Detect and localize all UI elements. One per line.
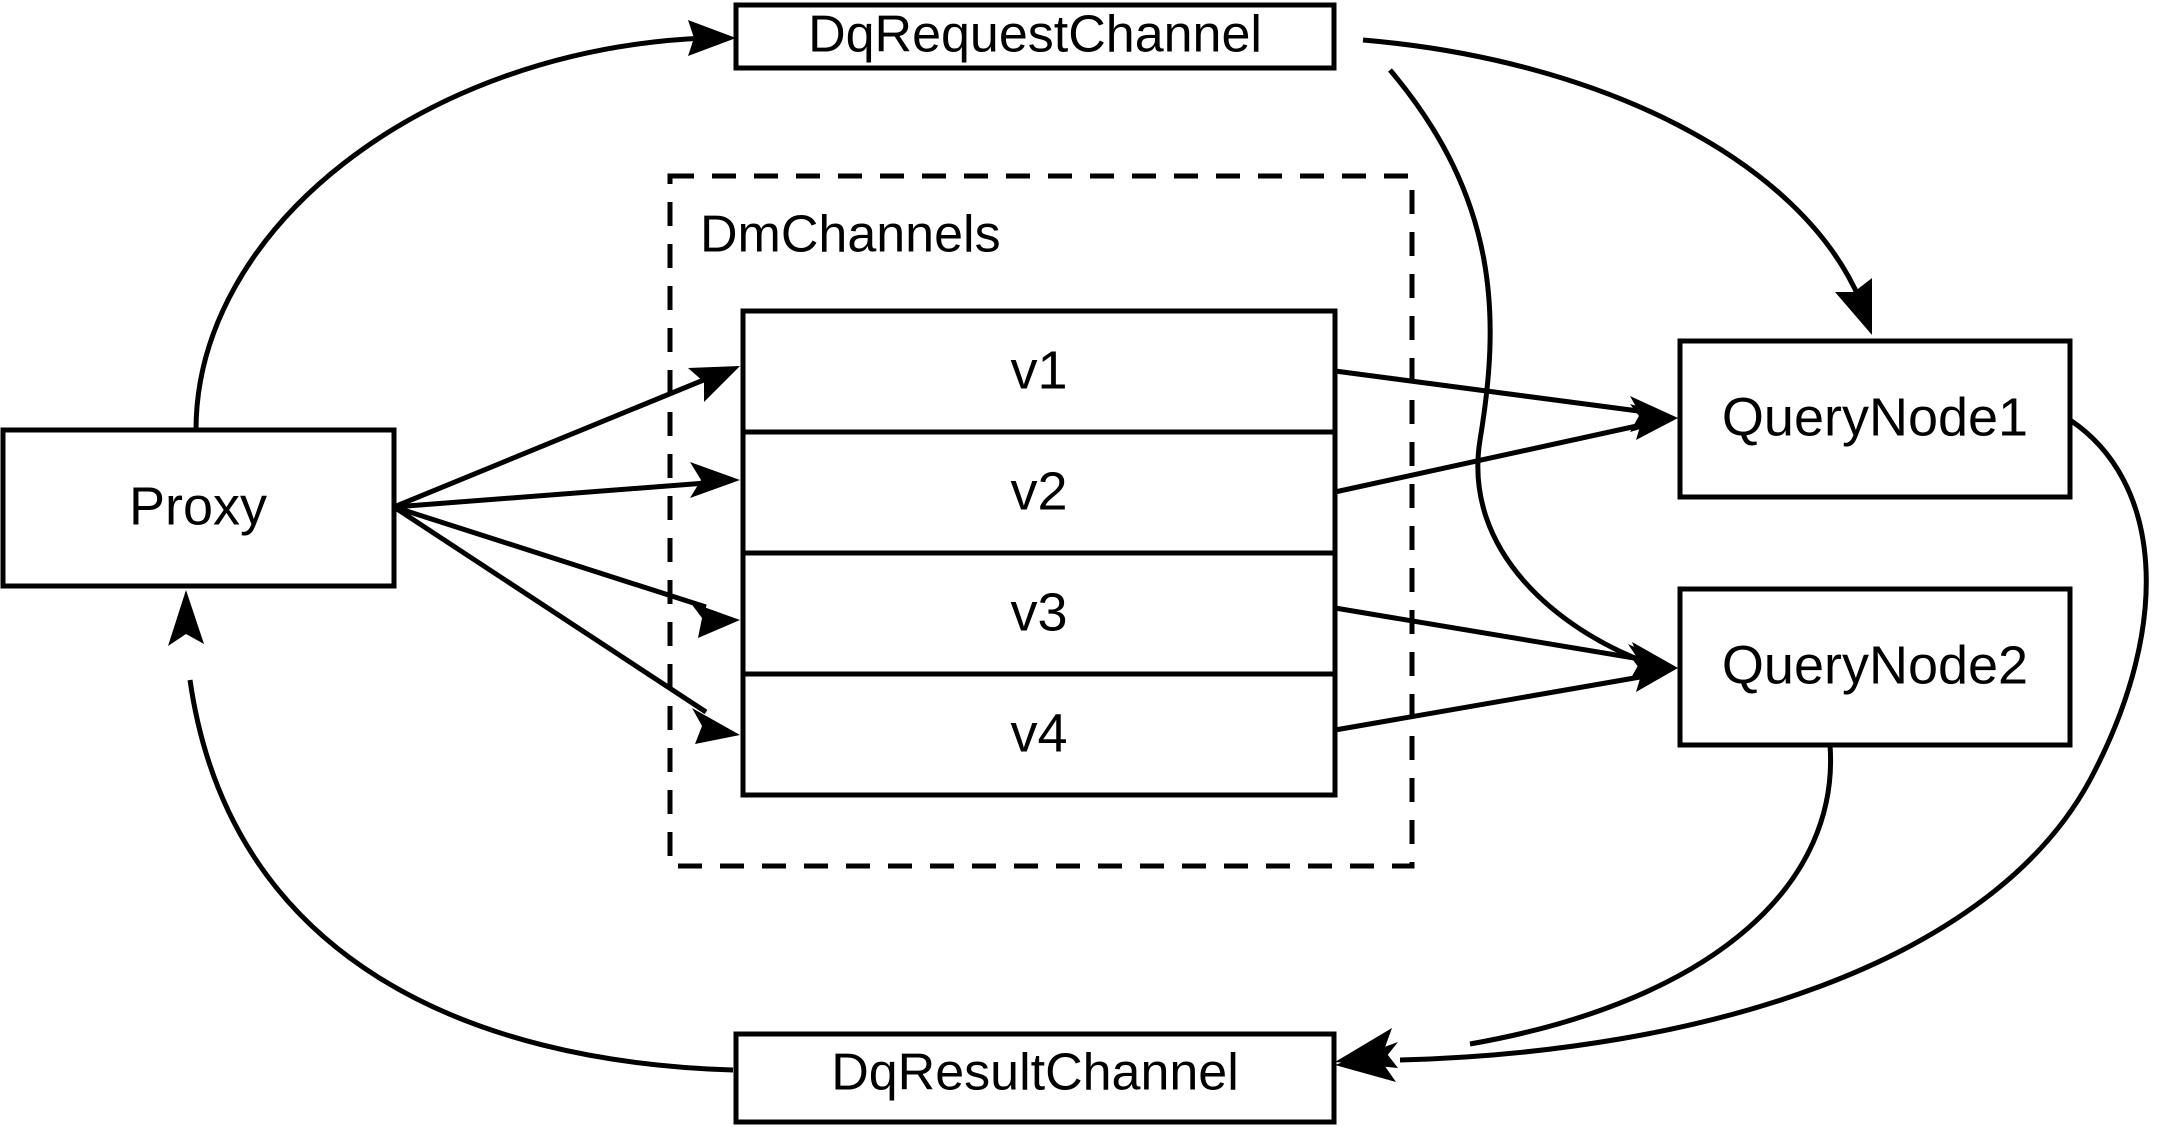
edge-proxy-to-v3 — [393, 504, 740, 638]
node-query-node-1[interactable]: QueryNode1 — [1677, 338, 2073, 500]
edge-querynode1-to-dqresultchannel — [1335, 417, 2149, 1082]
edge-v1-to-querynode1 — [1334, 368, 1678, 432]
edge-proxy-to-v4 — [392, 504, 740, 744]
edge-proxy-to-v1 — [393, 366, 740, 510]
arrowhead-icon — [168, 590, 204, 646]
edge-v3-to-querynode2 — [1334, 605, 1678, 680]
arrowhead-icon — [690, 602, 740, 638]
channel-row-v1[interactable]: v1 — [1010, 340, 1067, 400]
channel-row-v2[interactable]: v2 — [1010, 461, 1067, 521]
arrowhead-icon — [690, 462, 740, 498]
node-dq-request-channel-label: DqRequestChannel — [808, 6, 1262, 64]
node-query-node-2-label: QueryNode2 — [1722, 635, 2028, 695]
edge-dqrequestchannel-to-querynode1 — [1362, 37, 1872, 335]
arrowhead-icon — [1630, 404, 1678, 440]
node-query-node-1-label: QueryNode1 — [1722, 387, 2028, 447]
node-proxy[interactable]: Proxy — [0, 427, 397, 589]
arrowhead-icon — [688, 20, 736, 56]
node-proxy-label: Proxy — [129, 476, 267, 536]
arrowhead-icon — [692, 708, 740, 744]
edge-querynode2-to-dqresultchannel — [1335, 744, 1834, 1068]
node-dq-request-channel[interactable]: DqRequestChannel — [733, 2, 1337, 71]
arrowhead-icon — [1335, 1028, 1398, 1068]
channel-label-v1: v1 — [1010, 340, 1067, 400]
node-dq-result-channel-label: DqResultChannel — [831, 1044, 1239, 1102]
channel-row-v4[interactable]: v4 — [1010, 703, 1067, 763]
channel-row-v3[interactable]: v3 — [1010, 582, 1067, 642]
arrowhead-icon — [1835, 278, 1872, 335]
arrowhead-icon — [688, 366, 740, 402]
edge-v4-to-querynode2 — [1334, 656, 1678, 733]
edge-v2-to-querynode1 — [1334, 404, 1678, 495]
edge-proxy-to-dqrequestchannel — [193, 20, 736, 431]
channel-stack: v1 v2 v3 v4 — [740, 308, 1338, 798]
channel-label-v2: v2 — [1010, 461, 1067, 521]
channel-label-v4: v4 — [1010, 703, 1067, 763]
node-dq-result-channel[interactable]: DqResultChannel — [733, 1031, 1337, 1125]
edge-dqresultchannel-to-proxy — [168, 590, 734, 1073]
arrowhead-icon — [1630, 656, 1678, 692]
edge-dqrequestchannel-to-querynode2 — [1388, 68, 1678, 680]
edge-proxy-to-v2 — [393, 462, 740, 510]
channel-label-v3: v3 — [1010, 582, 1067, 642]
node-query-node-2[interactable]: QueryNode2 — [1677, 586, 2073, 748]
dm-channels-group: DmChannels — [667, 173, 1415, 869]
dm-channels-group-label: DmChannels — [700, 206, 1001, 264]
